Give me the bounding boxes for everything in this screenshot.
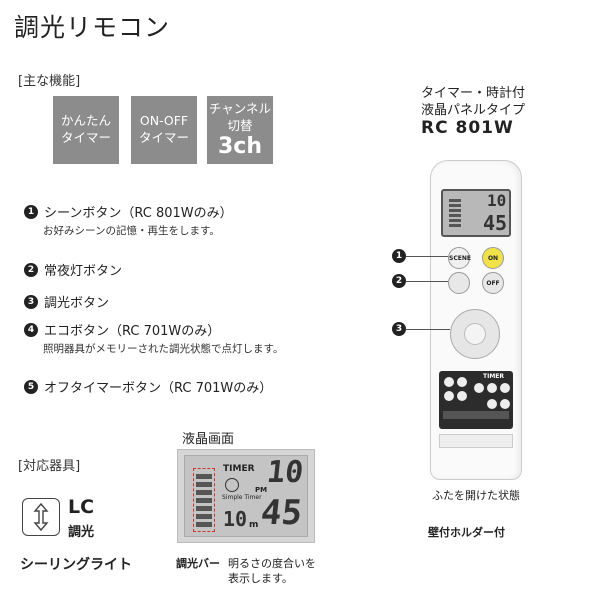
feature-easy-timer: かんたん タイマー — [53, 96, 119, 164]
callout-1: 1 — [392, 249, 406, 263]
number-badge: 1 — [24, 204, 38, 219]
panel-button[interactable] — [444, 391, 454, 401]
lcd-title: 液晶画面 — [182, 432, 235, 447]
dimming-bar — [193, 468, 215, 532]
item-nightlight-button: 2 常夜灯ボタン — [24, 260, 122, 279]
scene-button[interactable]: SCENE — [448, 247, 471, 269]
panel-button[interactable] — [457, 377, 467, 387]
item-eco-button: 4 エコボタン（RC 701Wのみ） — [24, 320, 220, 339]
lc-label: LC — [68, 496, 95, 518]
number-badge: 3 — [24, 294, 38, 309]
off-button[interactable]: OFF — [482, 272, 504, 294]
item-desc: お好みシーンの記憶・再生をします。 — [43, 225, 220, 237]
bar-segment — [196, 505, 212, 511]
bar-segment — [196, 521, 212, 527]
callout-line — [406, 281, 448, 282]
item-desc: 照明器具がメモリーされた調光状態で点灯します。 — [43, 343, 284, 355]
item-label: オフタイマーボタン（RC 701Wのみ） — [44, 381, 273, 396]
item-label: 調光ボタン — [44, 296, 110, 311]
bar-label: 調光バー — [176, 557, 220, 570]
feature-line: タイマー — [60, 130, 111, 145]
feature-line: タイマー — [138, 130, 189, 145]
panel-button[interactable] — [487, 399, 497, 409]
timer-panel: TIMER — [439, 371, 513, 429]
feature-line: チャンネル — [208, 101, 272, 116]
remote-lcd-bars — [449, 199, 461, 229]
lcd-timer-value: 10 — [223, 507, 248, 531]
item-dimming-button: 3 調光ボタン — [24, 292, 109, 311]
bar-segment — [196, 513, 212, 519]
callout-3: 3 — [392, 322, 406, 336]
item-scene-button: 1 シーンボタン（RC 801Wのみ） — [24, 202, 233, 221]
bar-segment — [196, 481, 212, 487]
remote-type-line1: タイマー・時計付 — [421, 86, 526, 101]
clock-icon — [225, 478, 239, 492]
remote-lcd: 10 45 — [441, 189, 511, 237]
bar-desc: 明るさの度合いを — [228, 557, 316, 570]
nightlight-button[interactable] — [448, 272, 470, 294]
panel-button[interactable] — [487, 383, 497, 393]
panel-strip — [443, 411, 509, 419]
on-button[interactable]: ON — [482, 247, 504, 269]
remote-bottom-strip — [439, 434, 513, 448]
feature-channel-count: 3ch — [217, 134, 262, 159]
lcd-hour: 10 — [265, 455, 306, 490]
number-badge: 4 — [24, 322, 38, 337]
lcd-unit: m — [249, 520, 259, 530]
timer-label: TIMER — [223, 464, 255, 474]
holder-label: 壁付ホルダー付 — [428, 526, 505, 539]
number-badge: 5 — [24, 379, 38, 394]
remote-lcd-minute: 45 — [483, 211, 508, 235]
panel-button[interactable] — [474, 383, 484, 393]
callout-2: 2 — [392, 274, 406, 288]
feature-line: 切替 — [227, 118, 253, 133]
ceiling-light-label: シーリングライト — [20, 557, 132, 573]
panel-button[interactable] — [444, 377, 454, 387]
lcd-illustration: TIMER Simple Timer PM 10 45 10 m — [177, 449, 315, 543]
dimming-dpad[interactable] — [450, 309, 500, 359]
compatible-label: [対応器具] — [18, 459, 81, 474]
page-title: 調光リモコン — [14, 13, 171, 42]
item-label: シーンボタン（RC 801Wのみ） — [44, 206, 233, 221]
panel-timer-label: TIMER — [483, 373, 505, 380]
panel-button[interactable] — [500, 383, 510, 393]
callout-line — [406, 256, 448, 257]
callout-line — [406, 329, 450, 330]
remote-model: RC 801W — [421, 118, 514, 138]
item-label: 常夜灯ボタン — [44, 264, 123, 279]
item-offtimer-button: 5 オフタイマーボタン（RC 701Wのみ） — [24, 377, 272, 396]
bar-segment — [196, 497, 212, 503]
pm-label: PM — [255, 486, 268, 494]
panel-button[interactable] — [500, 399, 510, 409]
feature-onoff-timer: ON-OFF タイマー — [131, 96, 197, 164]
feature-line: ON-OFF — [139, 113, 189, 128]
bar-desc: 表示します。 — [228, 572, 293, 585]
lcd-screen: TIMER Simple Timer PM 10 45 10 m — [184, 455, 308, 537]
panel-button[interactable] — [457, 391, 467, 401]
features-label: [主な機能] — [18, 74, 81, 89]
feature-channel-switch: チャンネル 切替 3ch — [207, 96, 273, 164]
dimming-label: 調光 — [68, 525, 95, 540]
simple-timer-label: Simple Timer — [222, 494, 262, 501]
remote-lcd-hour: 10 — [487, 191, 507, 210]
bar-segment — [196, 489, 212, 495]
dpad-center[interactable] — [464, 323, 486, 345]
remote-caption: ふたを開けた状態 — [432, 489, 520, 502]
dimming-arrow-icon — [22, 498, 60, 536]
feature-line: かんたん — [60, 113, 111, 128]
remote-illustration: 10 45 SCENE ON OFF TIMER — [430, 160, 522, 480]
lcd-minute: 45 — [258, 493, 305, 533]
item-label: エコボタン（RC 701Wのみ） — [44, 324, 221, 339]
remote-type-line2: 液晶パネルタイプ — [421, 103, 526, 118]
bar-segment — [196, 473, 212, 479]
number-badge: 2 — [24, 262, 38, 277]
